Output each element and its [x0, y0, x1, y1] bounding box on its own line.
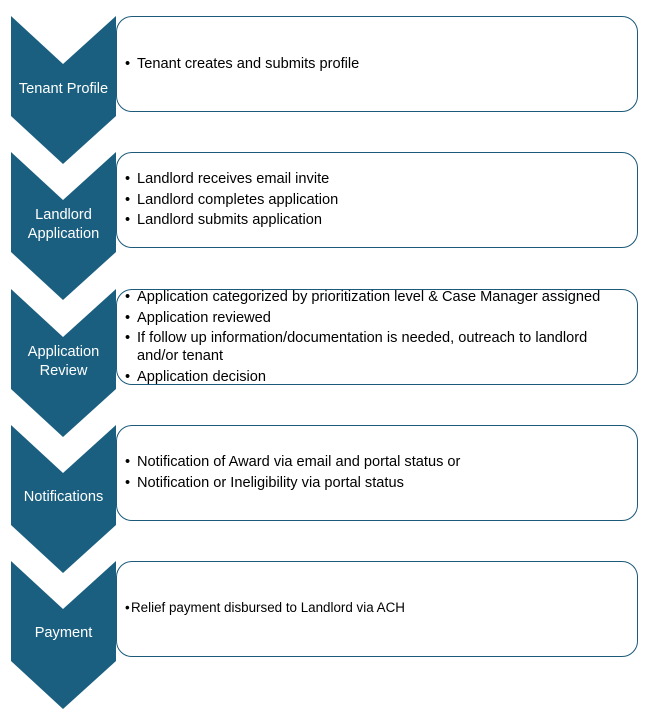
chevron-shape-icon	[11, 152, 116, 300]
step-title: Landlord Application	[27, 207, 100, 242]
step-bullet: Application reviewed	[125, 309, 629, 327]
step-payment-box: Relief payment disbursed to Landlord via…	[116, 561, 638, 657]
step-title: Application Review	[27, 344, 100, 379]
step-application-review-chevron: Application Review	[11, 289, 117, 437]
step-notifications-box: Notification of Award via email and port…	[116, 425, 638, 521]
step-bullet: Tenant creates and submits profile	[125, 55, 629, 73]
chevron-shape-icon	[11, 561, 116, 709]
step-bullet-list: Relief payment disbursed to Landlord via…	[125, 599, 629, 620]
step-bullet-list: Application categorized by prioritizatio…	[125, 288, 629, 388]
step-bullet: If follow up information/documentation i…	[125, 329, 629, 365]
step-landlord-application-chevron: Landlord Application	[11, 152, 117, 300]
step-title: Payment	[34, 625, 93, 641]
chevron-shape-icon	[11, 425, 116, 573]
chevron-shape-icon	[11, 16, 116, 164]
step-bullet: Application categorized by prioritizatio…	[125, 288, 629, 306]
step-bullet-list: Notification of Award via email and port…	[125, 453, 629, 494]
step-bullet: Landlord submits application	[125, 211, 629, 229]
step-application-review-box: Application categorized by prioritizatio…	[116, 288, 638, 388]
step-notifications-chevron: Notifications	[11, 425, 117, 573]
chevron-shape-icon	[11, 289, 116, 437]
step-bullet: Relief payment disbursed to Landlord via…	[125, 599, 629, 617]
step-bullet: Application decision	[125, 368, 629, 386]
step-payment-chevron: Payment	[11, 561, 117, 709]
step-tenant-profile-chevron: Tenant Profile	[11, 16, 117, 164]
step-landlord-application-box: Landlord receives email invite Landlord …	[116, 152, 638, 248]
step-tenant-profile-box: Tenant creates and submits profile	[116, 16, 638, 112]
step-bullet-list: Landlord receives email invite Landlord …	[125, 170, 629, 232]
step-bullet: Notification or Ineligibility via portal…	[125, 474, 629, 492]
step-bullet: Landlord receives email invite	[125, 170, 629, 188]
step-title: Tenant Profile	[18, 81, 109, 97]
step-bullet-list: Tenant creates and submits profile	[125, 55, 629, 76]
step-bullet: Notification of Award via email and port…	[125, 453, 629, 471]
step-bullet: Landlord completes application	[125, 191, 629, 209]
step-title: Notifications	[23, 489, 104, 505]
